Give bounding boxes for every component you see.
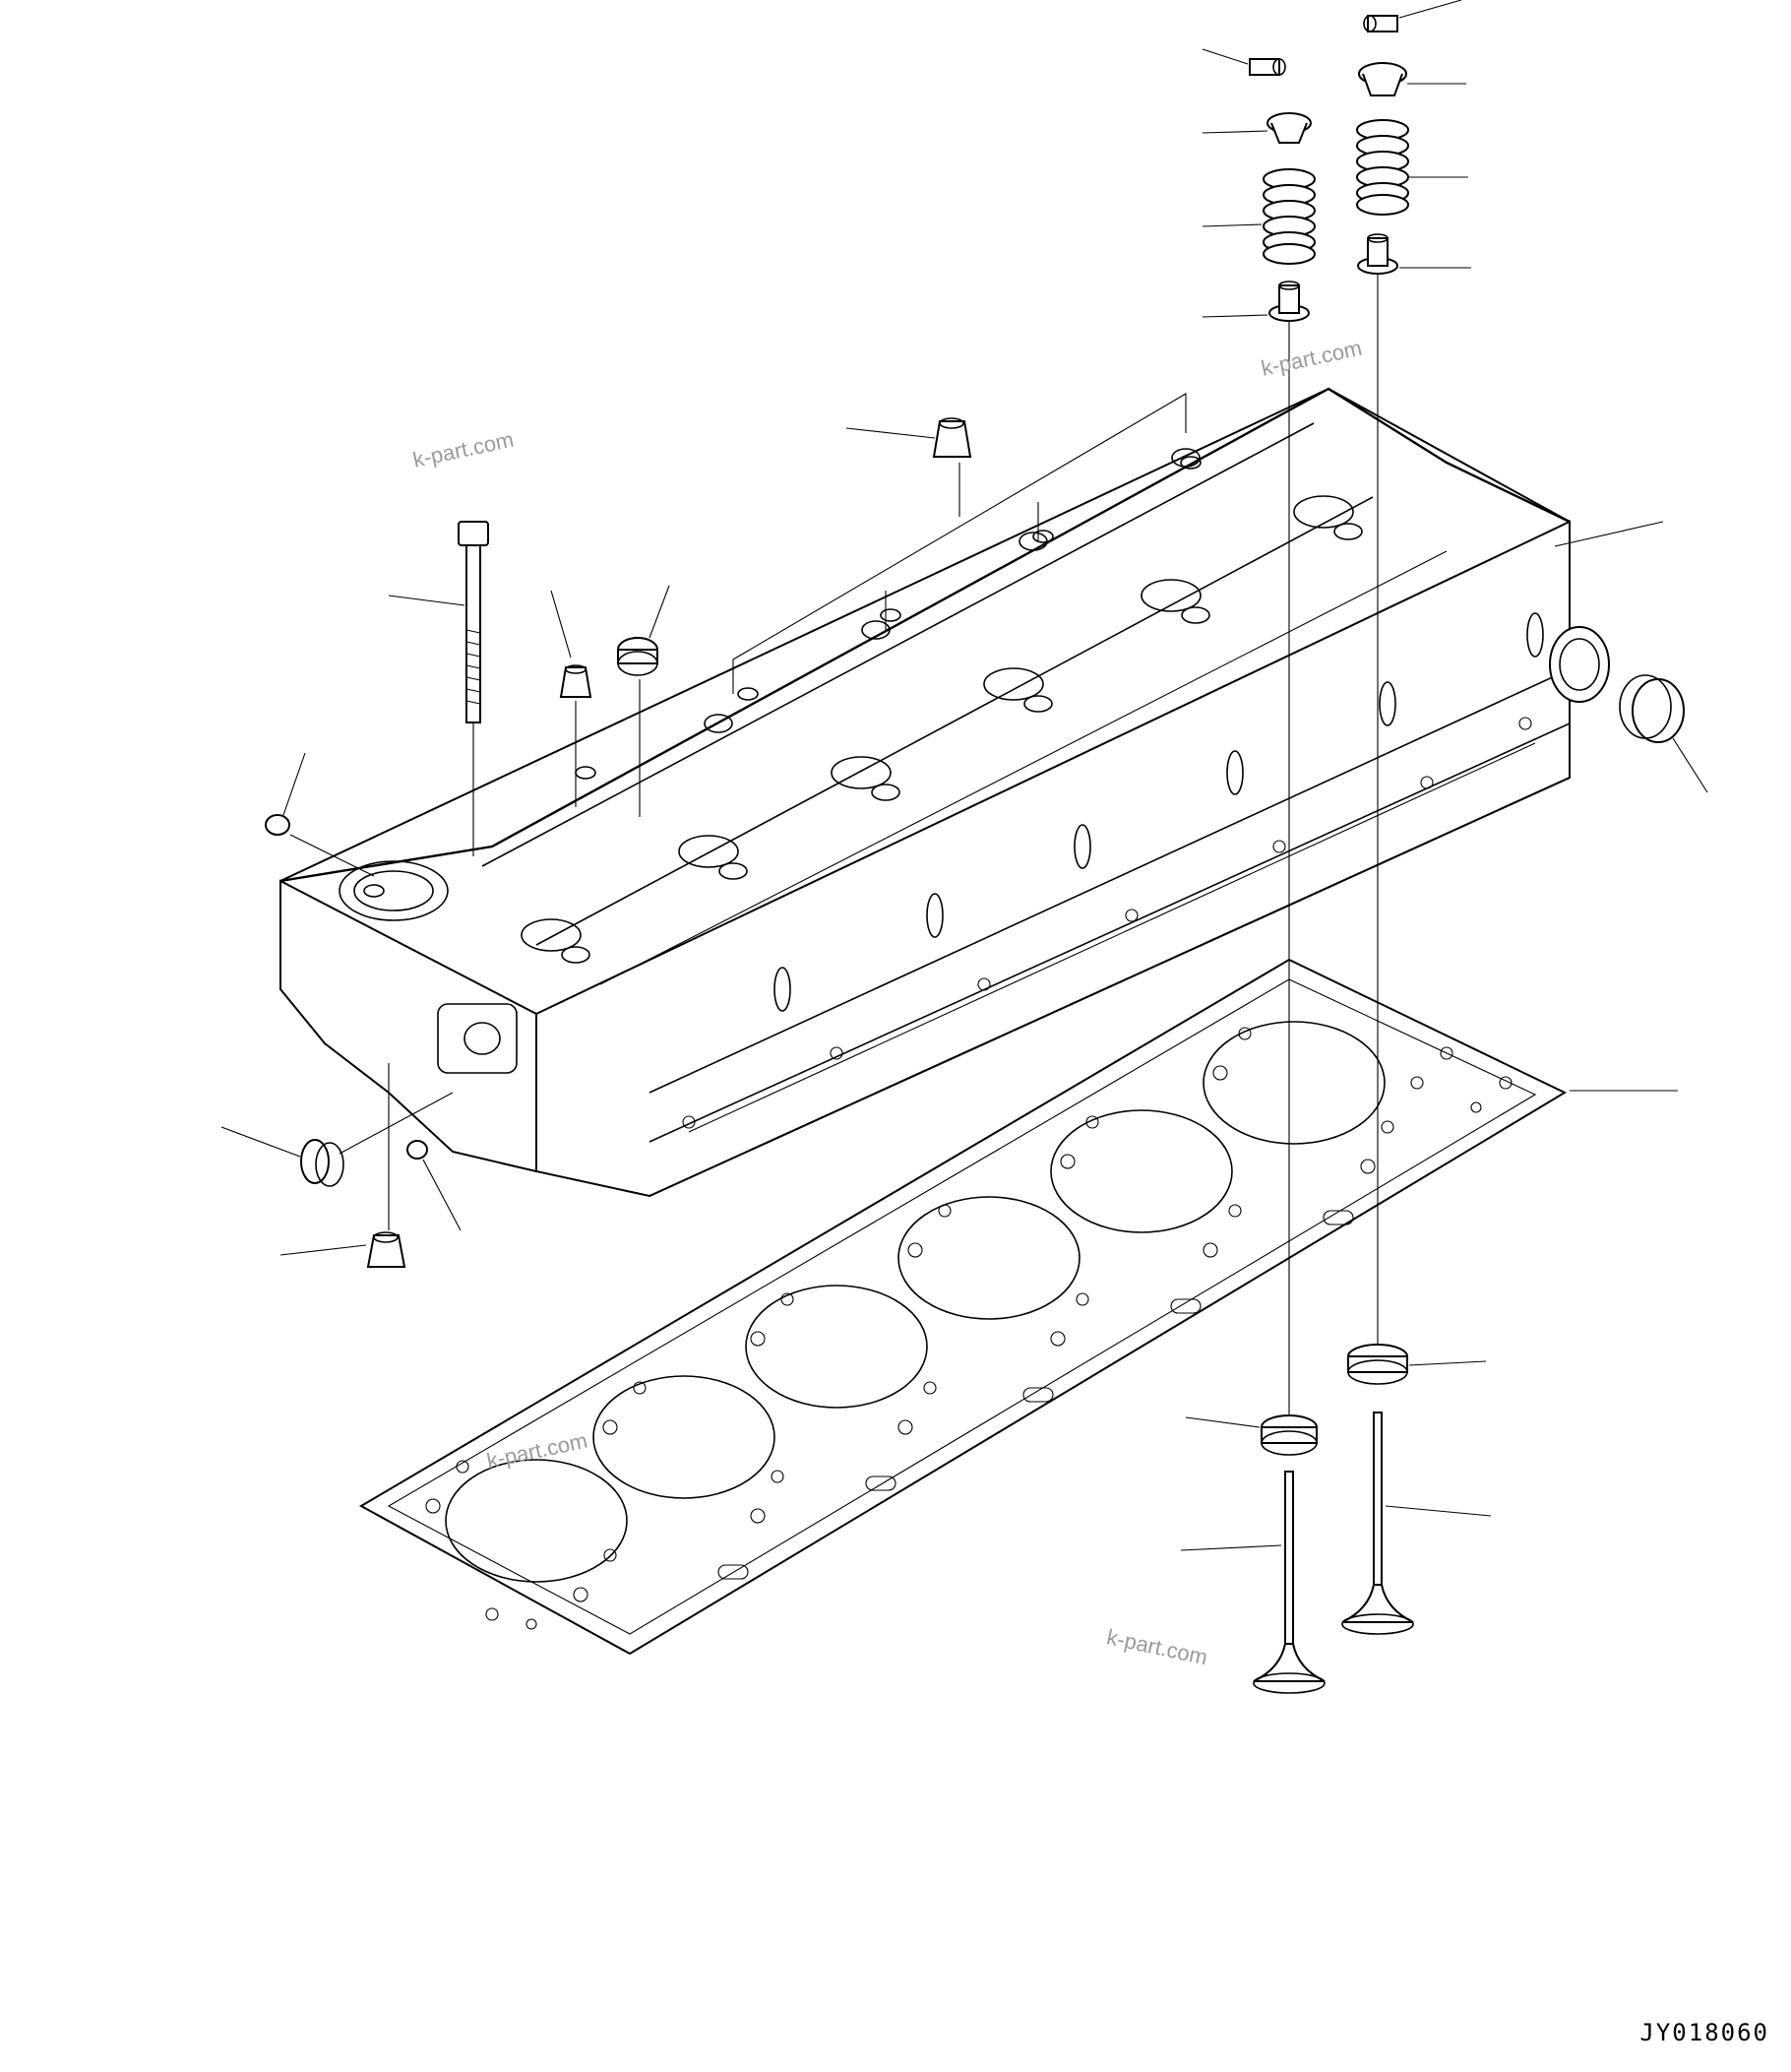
- drawing-id: JY018060: [1639, 2019, 1769, 2046]
- valve-seat-insert-icon: [1185, 1344, 1487, 1456]
- cup-plug-icon: [265, 417, 972, 1268]
- expansion-plug-icon: [220, 521, 1708, 1187]
- valve-cotter-icon: [1202, 0, 1462, 76]
- exhaust-valve-icon: [1180, 1471, 1326, 1694]
- valve-spring-icon: [1202, 119, 1468, 265]
- head-bolt-icon: [388, 521, 489, 856]
- cylinder-head-gasket-icon: [358, 958, 1568, 1656]
- leader-lines: [732, 393, 1678, 1092]
- spring-retainer-icon: [1202, 62, 1466, 144]
- intake-valve-icon: [1341, 1412, 1492, 1635]
- cylinder-head-icon: [279, 387, 1610, 1198]
- valve-stem-seal-icon: [1202, 233, 1471, 1437]
